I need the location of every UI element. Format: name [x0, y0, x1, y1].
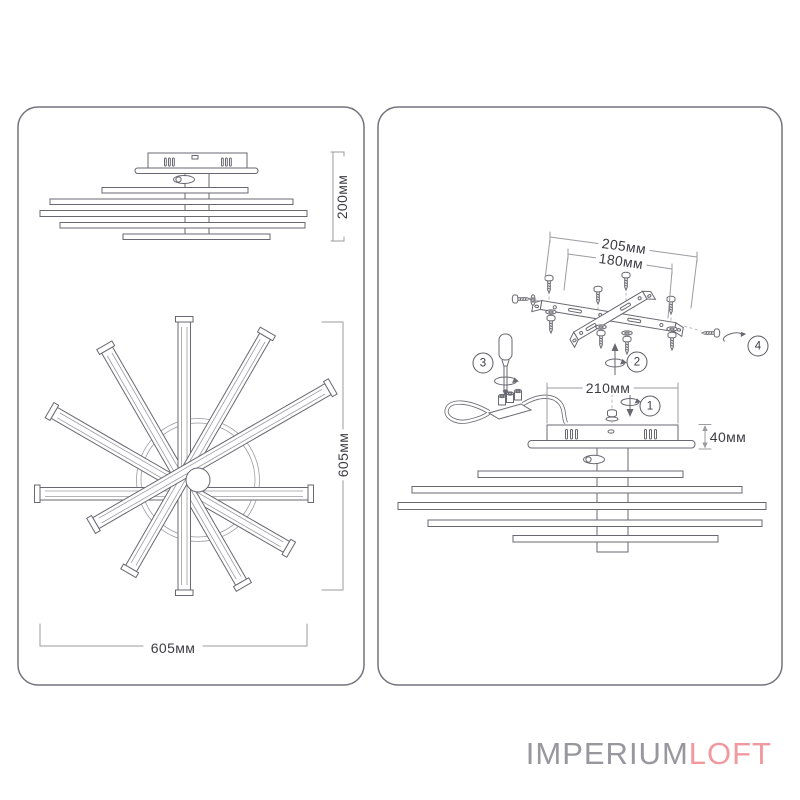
dim-205-lines [544, 231, 698, 309]
center-hub [185, 467, 211, 493]
dim-label-200mm: 200мм [334, 174, 350, 220]
right-panel-frame [377, 106, 783, 686]
rotate-arrow-step4 [722, 331, 747, 342]
step-badge-4: 4 [747, 335, 769, 357]
screw [622, 335, 632, 355]
screw [596, 329, 606, 349]
canopy-vent-slots [164, 157, 232, 167]
rotate-arrow-step2 [605, 343, 627, 375]
lamp-column [596, 447, 629, 553]
canopy-hole [607, 429, 615, 434]
terminal-block [487, 388, 533, 420]
dim-label-40mm: 40мм [709, 429, 747, 445]
canopy-base-plate [134, 167, 259, 174]
step-badge-3: 3 [472, 352, 494, 374]
dim-210-lines [546, 382, 679, 424]
rotate-arrow-step1 [620, 393, 641, 417]
lamp-arm-bar [411, 486, 743, 494]
terminal [514, 388, 522, 401]
lamp-arm-bar [397, 502, 767, 510]
bracket-bar-short [569, 290, 657, 349]
side-screw-left [511, 294, 531, 304]
step-number: 3 [479, 357, 487, 369]
wiring [444, 394, 568, 424]
left-panel-frame [17, 106, 365, 686]
screw [593, 285, 603, 305]
washer [545, 309, 557, 315]
nut-washer [605, 416, 619, 422]
screwdriver-icon [494, 333, 519, 397]
washer [595, 324, 607, 330]
step-badge-2: 2 [626, 351, 648, 373]
imperiumloft-logo: IMPERIUMLOFT [526, 738, 772, 769]
terminal [498, 393, 506, 406]
lamp-arm-bar [39, 210, 308, 217]
screw [667, 331, 677, 351]
logo-text-gray: IMPERIUM [525, 736, 689, 771]
lamp-arm-bar [59, 222, 306, 229]
dim-label-605mm-vertical: 605мм [335, 429, 351, 481]
canopy-vent-slots [565, 429, 657, 440]
side-screw-right [701, 328, 721, 338]
lamp-arm-bar [512, 535, 719, 543]
bracket-assembly [511, 231, 747, 355]
dim-label-605mm-horizontal: 605мм [147, 641, 199, 655]
dim-40-lines [698, 424, 712, 450]
dim-605h-lines [39, 623, 308, 647]
step-number: 2 [633, 356, 641, 368]
washer [621, 330, 633, 336]
step-number: 1 [646, 400, 654, 412]
lamp-arm-bar [122, 233, 271, 240]
dim-label-210mm: 210мм [582, 381, 634, 395]
wing-clip [583, 454, 605, 465]
screw [544, 274, 554, 294]
dim-180-lines [563, 248, 673, 319]
step-number: 4 [754, 340, 762, 352]
starburst-arms [34, 316, 338, 596]
right-lamp-side-view [397, 382, 767, 553]
lamp-arm-bar [101, 187, 249, 194]
dim-605v-lines [321, 321, 344, 591]
lamp-arm-bar [49, 198, 294, 205]
canopy-base-plate [527, 440, 696, 449]
ceiling-ring-outer [136, 418, 260, 542]
dim-200-lines [330, 151, 345, 242]
cable-box [191, 155, 199, 160]
lamp-arm-bar [477, 470, 684, 478]
side-washer-left [530, 294, 536, 306]
nut-body [607, 411, 617, 418]
lamp-arm-bar [427, 519, 763, 527]
left-side-view [39, 151, 345, 242]
left-top-view [34, 316, 344, 647]
screw [546, 314, 556, 334]
screw [621, 271, 631, 291]
ceiling-ring-inner [140, 422, 256, 538]
wing-clip-hole [585, 456, 592, 463]
terminal [506, 391, 514, 403]
wing-clip [173, 175, 195, 184]
wing-clip-hole [175, 176, 182, 183]
step-badge-1: 1 [639, 395, 661, 417]
logo-text-red: LOFT [688, 736, 772, 771]
washer [666, 326, 678, 332]
